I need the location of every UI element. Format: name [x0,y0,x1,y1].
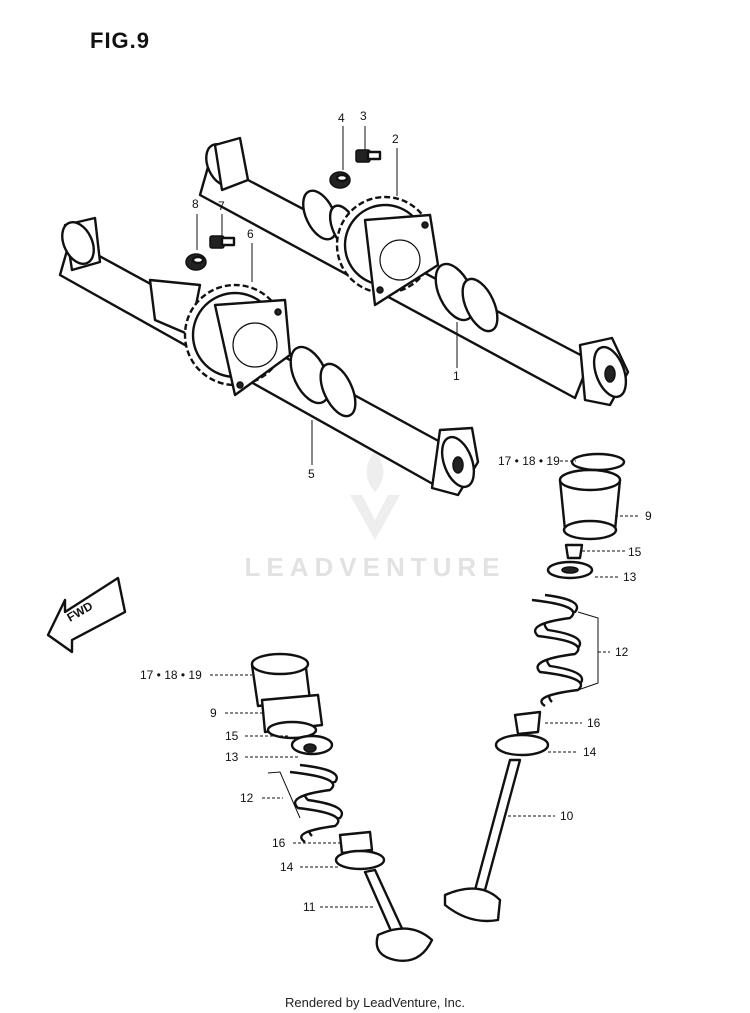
watermark: LEADVENTURE [244,552,506,582]
callout-16-right: 16 [587,716,601,730]
watermark-logo [350,450,400,540]
fwd-arrow-icon: FWD [46,576,127,654]
callout-16-left: 16 [272,836,286,850]
footer-credit: Rendered by LeadVenture, Inc. [285,995,465,1010]
figure-title: FIG.9 [90,28,151,53]
callout-10: 10 [560,809,574,823]
callout-12-right: 12 [615,645,629,659]
valve-spring-exhaust [531,593,584,707]
callout-labels: 2 3 4 1 6 7 8 5 17 • 18 • 19 9 15 13 12 … [140,109,652,914]
callout-3: 3 [360,109,367,123]
callout-5: 5 [308,467,315,481]
callout-11: 11 [303,900,316,914]
callout-17-18-19-right: 17 • 18 • 19 [498,454,560,468]
callout-12-left: 12 [240,791,254,805]
callout-6: 6 [247,227,254,241]
callout-13-left: 13 [225,750,239,764]
bolt-intake [185,235,236,271]
bolt-exhaust [329,149,382,189]
callout-15-left: 15 [225,729,239,743]
callout-2: 2 [392,132,399,146]
callout-4: 4 [338,111,345,125]
callout-9-left: 9 [210,706,217,720]
cam-sprocket-intake [183,283,292,397]
leader-lines [196,126,640,908]
callout-17-18-19-left: 17 • 18 • 19 [140,668,202,682]
valve-spring-intake [289,763,343,843]
callout-13-right: 13 [623,570,637,584]
cam-sprocket-exhaust [335,195,440,307]
callout-8: 8 [192,197,199,211]
callout-14-left: 14 [280,860,294,874]
callout-1: 1 [453,369,460,383]
valve-assembly-intake [250,652,434,962]
callout-15-right: 15 [628,545,642,559]
valve-assembly-exhaust [443,452,626,923]
callout-14-right: 14 [583,745,597,759]
callout-7: 7 [218,199,225,213]
callout-9-right: 9 [645,509,652,523]
